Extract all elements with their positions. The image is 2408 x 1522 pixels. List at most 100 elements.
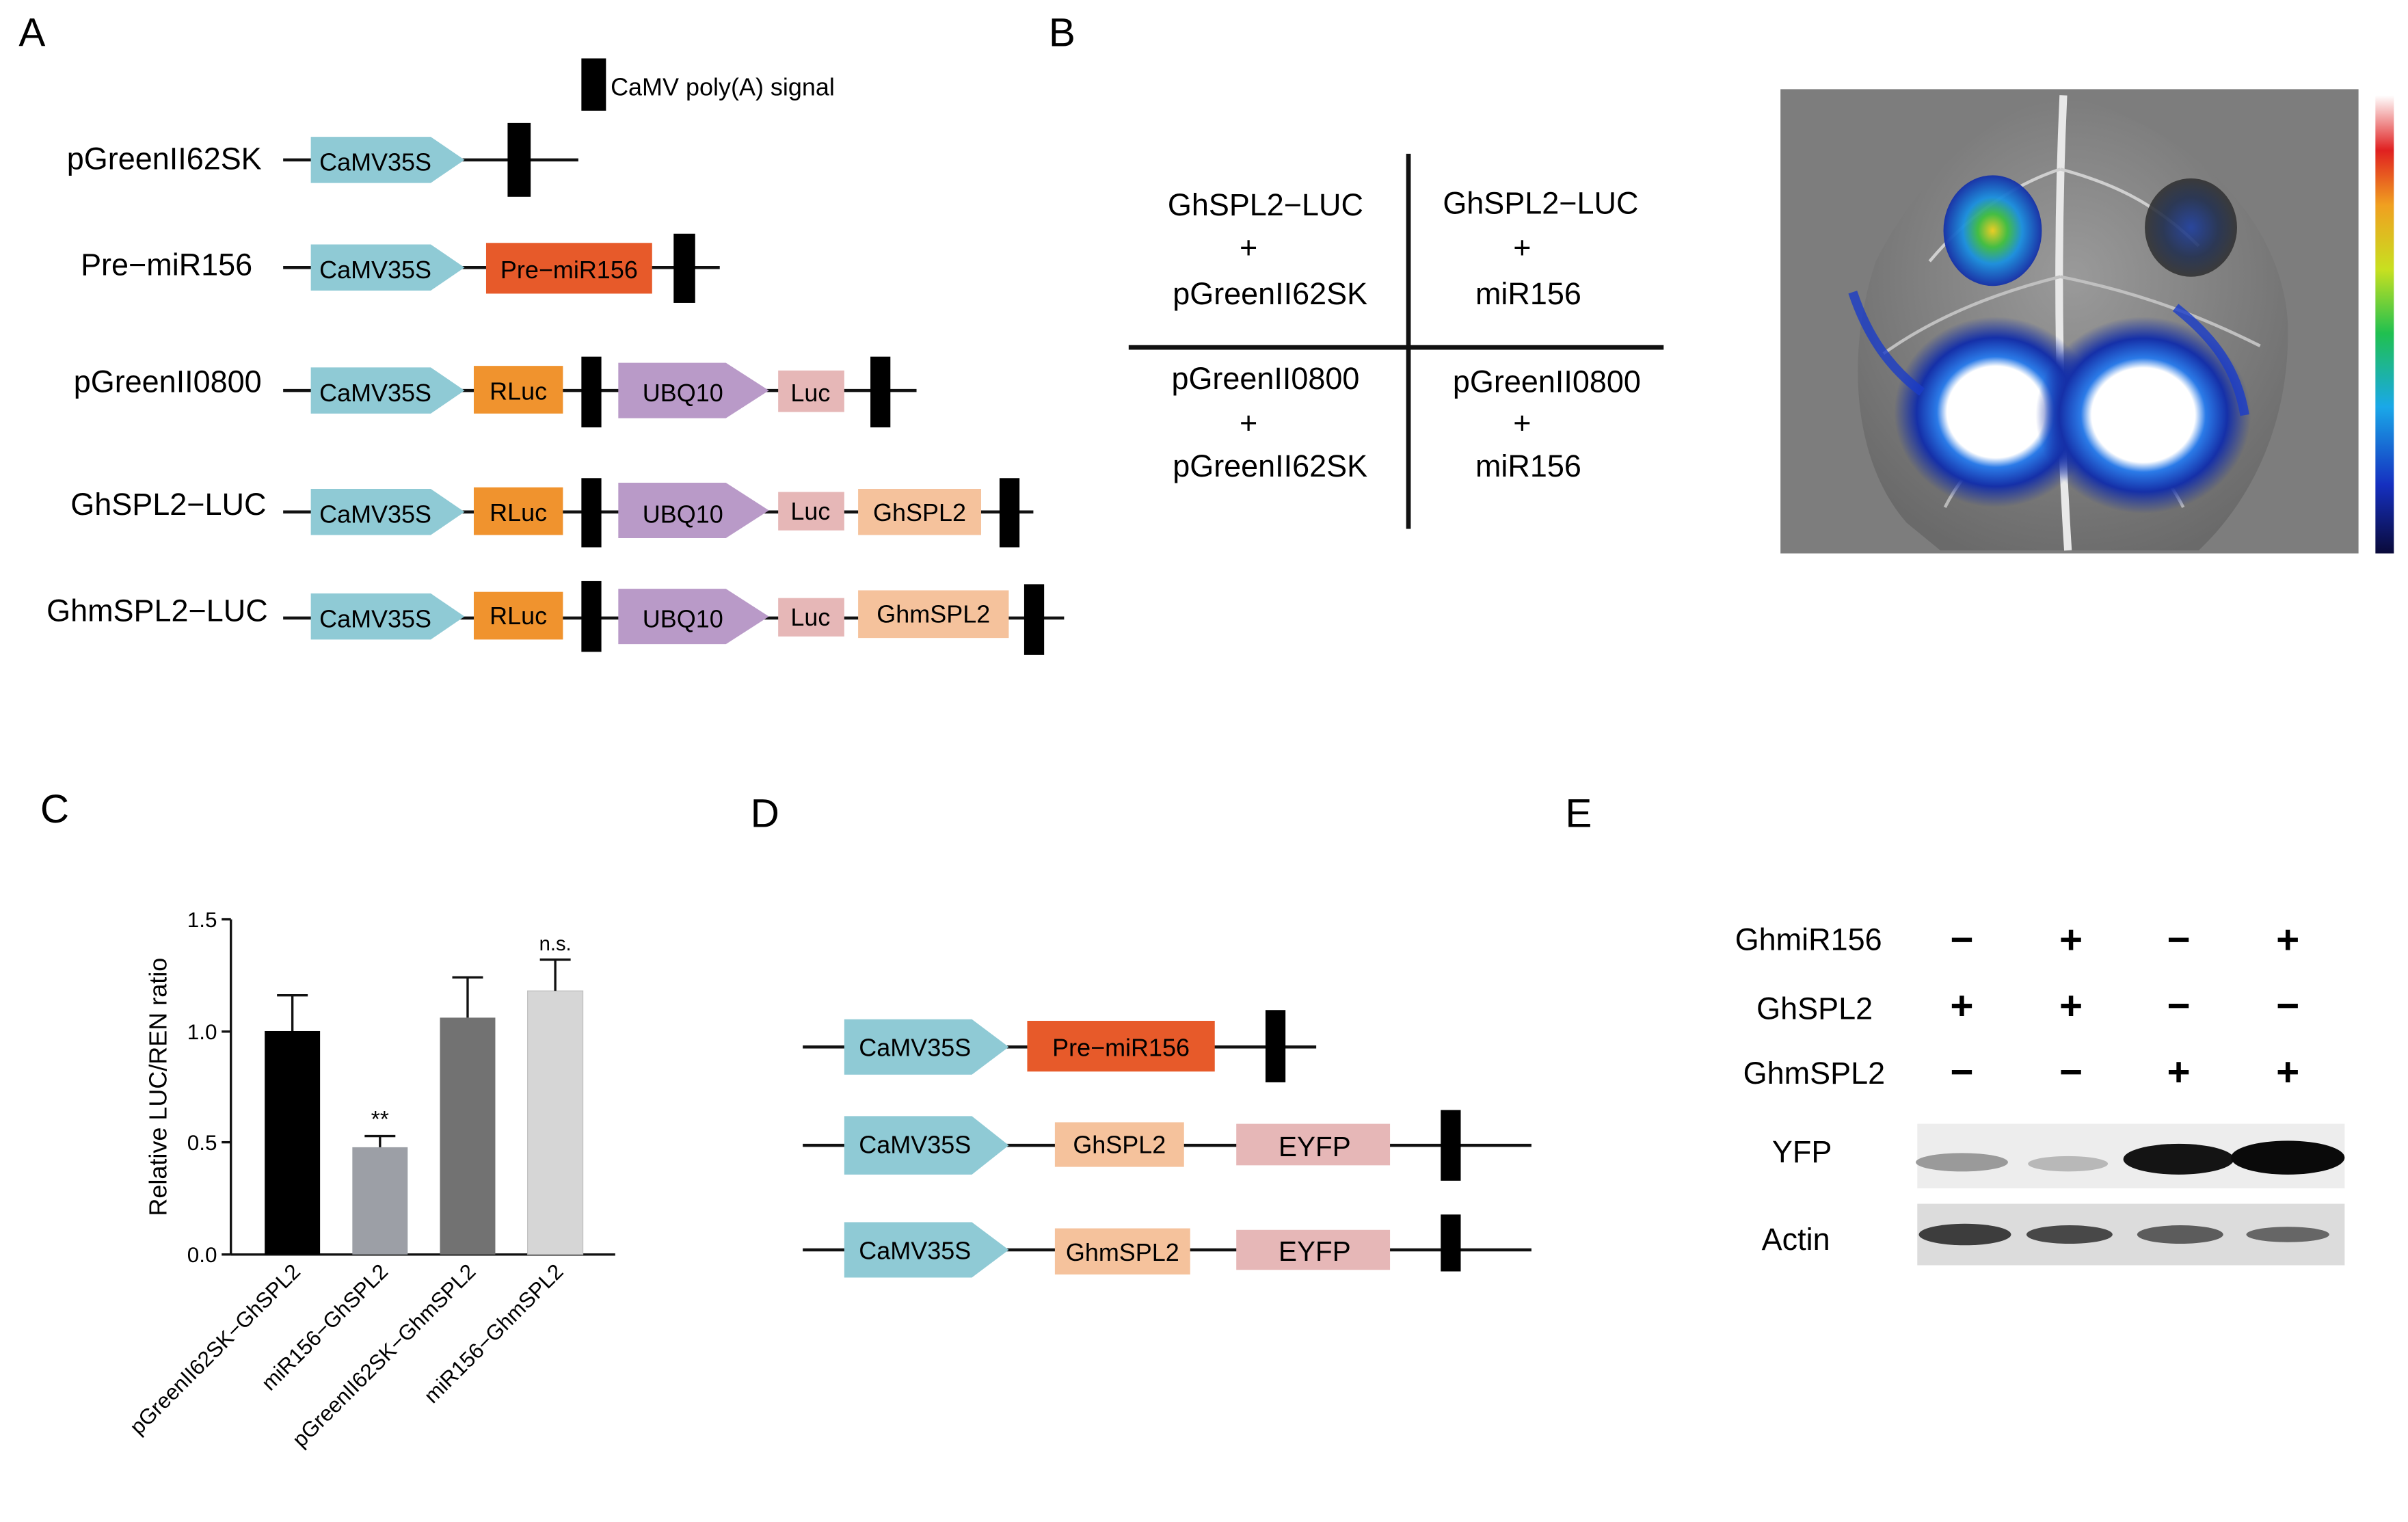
ghmspl2-label: GhmSPL2	[1066, 1238, 1179, 1266]
construct-pgreenii62sk: pGreenII62SK CaMV35S	[67, 122, 578, 197]
polya-signal	[999, 478, 1020, 548]
blot-label-actin: Actin	[1762, 1222, 1830, 1257]
quadrant-line: +	[1513, 230, 1531, 265]
quadrant-line: +	[1513, 405, 1531, 440]
rluc-label: RLuc	[490, 377, 547, 405]
panel-letter-a: A	[18, 10, 45, 55]
blot-label-yfp: YFP	[1772, 1134, 1832, 1169]
rluc-box	[473, 591, 563, 640]
luc-label: Luc	[790, 497, 830, 525]
luminescence-leaf-image	[1780, 89, 2359, 554]
bar-rect-0	[265, 1030, 321, 1255]
y-tick-label-0: 0.0	[187, 1243, 217, 1267]
quadrant-line: miR156	[1475, 276, 1581, 311]
luc-label: Luc	[790, 379, 830, 407]
rluc-box	[473, 366, 563, 414]
y-tick-label-1: 0.5	[187, 1131, 217, 1155]
band-actin-lane-4	[2246, 1227, 2329, 1242]
polya-legend-label: CaMV poly(A) signal	[611, 72, 835, 101]
band-yfp-lane-3	[2123, 1143, 2234, 1175]
quadrant-line: pGreenII62SK	[1173, 449, 1367, 483]
polya-legend-block	[581, 58, 606, 111]
construct-name: Pre−miR156	[81, 247, 252, 282]
pre-mir156-box	[485, 243, 652, 294]
row-label-ghmspl2: GhmSPL2	[1743, 1056, 1885, 1091]
promoter-label: CaMV35S	[319, 379, 431, 407]
pre-mir156-label: Pre−miR156	[500, 256, 638, 284]
quadrant-top-left: GhSPL2−LUC + pGreenII62SK	[1168, 187, 1367, 311]
quadrant-line: GhSPL2−LUC	[1168, 187, 1363, 222]
construct-name: GhmSPL2−LUC	[46, 593, 268, 628]
promoter-arrow	[310, 137, 465, 183]
bar-rect-2	[440, 1017, 496, 1255]
promoter-label: CaMV35S	[319, 148, 431, 176]
ghspl2-box	[858, 489, 981, 535]
polya-signal	[673, 233, 695, 303]
ubq10-label: UBQ10	[643, 604, 723, 632]
sign-r1-c3: −	[2276, 984, 2299, 1028]
eyfp-box	[1236, 1229, 1391, 1270]
rluc-label: RLuc	[490, 602, 547, 630]
construct-d-ghmspl2-eyfp: CaMV35S GhmSPL2 EYFP	[803, 1214, 1531, 1278]
polya-signal	[581, 356, 602, 428]
x-tick-label-2: pGreenII62SK−GhmSPL2	[288, 1259, 480, 1452]
sign-grid: − + − + + + − − − − + +	[1950, 918, 2299, 1094]
quadrant-line: pGreenII62SK	[1173, 276, 1367, 311]
western-blot-yfp	[1916, 1123, 2345, 1189]
panel-d: CaMV35S Pre−miR156 CaMV35S GhSPL2 EYFP C…	[803, 1010, 1531, 1278]
sign-r1-c2: −	[2167, 984, 2190, 1028]
infiltration-spot-bottom-left	[1894, 317, 2098, 507]
band-yfp-lane-2	[2028, 1156, 2109, 1172]
infiltration-spot-top-left	[1943, 175, 2042, 286]
y-axis-label: Relative LUC/REN ratio	[144, 958, 172, 1216]
polya-signal	[1024, 584, 1045, 655]
promoter-label: CaMV35S	[319, 256, 431, 284]
sign-r0-c2: −	[2167, 918, 2190, 962]
ubq10-label: UBQ10	[643, 500, 723, 528]
polya-signal	[870, 356, 891, 428]
construct-name: pGreenII0800	[74, 364, 262, 399]
polya-signal	[1441, 1110, 1461, 1181]
construct-ghmspl2-luc: GhmSPL2−LUC CaMV35S RLuc UBQ10 Luc GhmSP…	[46, 580, 1065, 655]
sign-r0-c0: −	[1950, 918, 1973, 962]
ghspl2-label: GhSPL2	[873, 498, 966, 526]
polya-signal	[1265, 1010, 1286, 1082]
pre-mir156-label: Pre−miR156	[1052, 1034, 1190, 1062]
sign-r2-c3: +	[2276, 1050, 2299, 1094]
panel-letter-c: C	[40, 787, 69, 831]
bar-rect-1	[352, 1147, 408, 1255]
panel-letter-b: B	[1049, 10, 1075, 55]
eyfp-box	[1236, 1123, 1391, 1166]
ghspl2-label: GhSPL2	[1073, 1130, 1166, 1158]
infiltration-spot-top-right	[2145, 178, 2237, 277]
quadrant-line: GhSPL2−LUC	[1443, 186, 1638, 221]
quadrant-line: pGreenII0800	[1171, 361, 1359, 396]
row-label-ghspl2: GhSPL2	[1756, 991, 1873, 1026]
polya-signal	[1441, 1214, 1461, 1272]
sign-r2-c0: −	[1950, 1050, 1973, 1094]
panel-a: CaMV poly(A) signal pGreenII62SK CaMV35S…	[46, 58, 1065, 655]
y-tick-label-3: 1.5	[187, 908, 217, 932]
y-tick-label-2: 1.0	[187, 1020, 217, 1044]
polya-signal	[581, 580, 602, 652]
polya-signal	[507, 122, 531, 197]
quadrant-top-right: GhSPL2−LUC + miR156	[1443, 186, 1638, 312]
eyfp-label: EYFP	[1279, 1131, 1351, 1162]
luc-label: Luc	[790, 603, 830, 631]
sign-r2-c2: +	[2167, 1050, 2190, 1094]
promoter-label: CaMV35S	[859, 1034, 971, 1062]
band-actin-lane-3	[2137, 1225, 2223, 1244]
promoter-label: CaMV35S	[859, 1237, 971, 1265]
promoter-arrow	[310, 367, 465, 414]
construct-d-pre-mir156: CaMV35S Pre−miR156	[803, 1010, 1317, 1082]
pre-mir156-box	[1027, 1020, 1215, 1072]
ubq10-arrow	[618, 483, 769, 538]
panel-letter-e: E	[1565, 792, 1592, 836]
rluc-label: RLuc	[490, 498, 547, 526]
polya-signal	[581, 478, 602, 548]
luminescence-color-scale	[2375, 95, 2394, 554]
quadrant-line: +	[1240, 405, 1257, 440]
ubq10-arrow	[618, 589, 769, 645]
ghmspl2-box	[1054, 1228, 1190, 1274]
